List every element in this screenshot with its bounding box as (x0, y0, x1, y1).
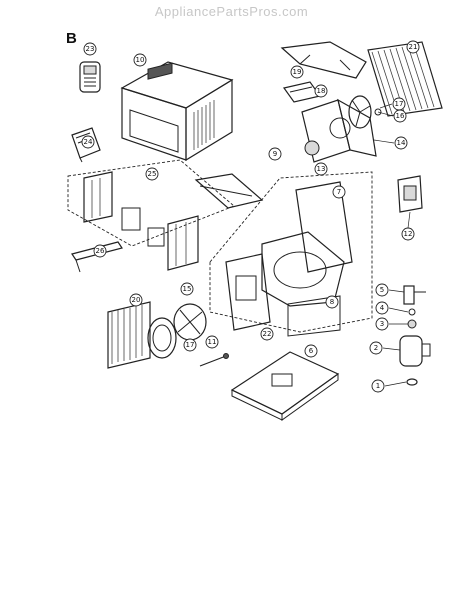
svg-text:26: 26 (96, 247, 105, 255)
callout-17b: 17 (183, 338, 197, 352)
svg-text:10: 10 (136, 56, 145, 64)
svg-text:19: 19 (293, 68, 302, 76)
svg-text:17: 17 (395, 100, 404, 108)
callout-2: 2 (369, 341, 401, 355)
compressor-parts-drawing (399, 285, 431, 386)
callout-21: 21 (406, 40, 420, 54)
svg-text:4: 4 (380, 304, 385, 312)
chassis-group-drawing (209, 171, 373, 337)
callout-13: 13 (314, 162, 328, 176)
control-bracket-drawing (397, 175, 423, 213)
svg-text:12: 12 (404, 230, 413, 238)
tube-drawing (199, 353, 229, 367)
svg-text:8: 8 (330, 298, 334, 306)
svg-text:3: 3 (380, 320, 384, 328)
callout-9: 9 (268, 147, 282, 161)
svg-text:22: 22 (263, 330, 272, 338)
svg-text:21: 21 (409, 43, 418, 51)
callout-16: 16 (377, 109, 407, 123)
callout-23: 23 (83, 42, 97, 56)
callout-15: 15 (180, 282, 194, 296)
svg-text:25: 25 (148, 170, 157, 178)
base-pan-drawing (230, 351, 340, 421)
svg-text:24: 24 (84, 138, 93, 146)
svg-text:20: 20 (132, 296, 141, 304)
callout-18: 18 (314, 84, 328, 98)
svg-text:16: 16 (396, 112, 405, 120)
blower-wheel-drawing (147, 303, 207, 359)
callout-26: 26 (93, 244, 107, 258)
svg-text:7: 7 (337, 188, 341, 196)
evaporator-coil-drawing (107, 301, 151, 369)
svg-text:1: 1 (376, 382, 380, 390)
svg-text:15: 15 (183, 285, 192, 293)
front-grille-group-drawing (67, 159, 235, 271)
motor-assembly-drawing (301, 98, 377, 163)
cabinet-drawing (120, 61, 234, 162)
svg-text:6: 6 (309, 347, 314, 355)
callout-12: 12 (401, 211, 415, 241)
callout-14: 14 (373, 136, 408, 150)
section-letter: B (66, 30, 77, 47)
callout-8: 8 (325, 295, 339, 309)
callout-25: 25 (145, 167, 159, 181)
drain-tray-drawing (194, 173, 264, 209)
callout-10: 10 (133, 53, 147, 67)
callout-19: 19 (290, 65, 304, 79)
callout-1: 1 (371, 379, 407, 393)
svg-text:17: 17 (186, 341, 195, 349)
callout-6: 6 (304, 344, 318, 358)
callout-4: 4 (375, 301, 409, 315)
svg-text:13: 13 (317, 165, 326, 173)
callout-20: 20 (129, 293, 143, 307)
svg-text:9: 9 (273, 150, 277, 158)
callout-24: 24 (81, 135, 95, 149)
svg-text:2: 2 (374, 344, 378, 352)
svg-text:5: 5 (380, 286, 384, 294)
svg-text:23: 23 (86, 45, 95, 53)
watermark-text: AppliancePartsPros.com (154, 4, 309, 19)
callout-7: 7 (332, 185, 346, 199)
callout-17a: 17 (379, 97, 406, 111)
svg-text:11: 11 (208, 338, 217, 346)
condenser-fan-drawing (348, 95, 382, 129)
remote-control-drawing (79, 61, 101, 93)
bracket-19-drawing (282, 81, 322, 103)
svg-text:18: 18 (317, 87, 326, 95)
callout-3: 3 (375, 317, 408, 331)
top-shroud-drawing (280, 41, 367, 79)
svg-text:14: 14 (397, 139, 406, 147)
callout-11: 11 (205, 335, 219, 349)
callout-22: 22 (260, 327, 274, 341)
callout-5: 5 (375, 283, 405, 297)
